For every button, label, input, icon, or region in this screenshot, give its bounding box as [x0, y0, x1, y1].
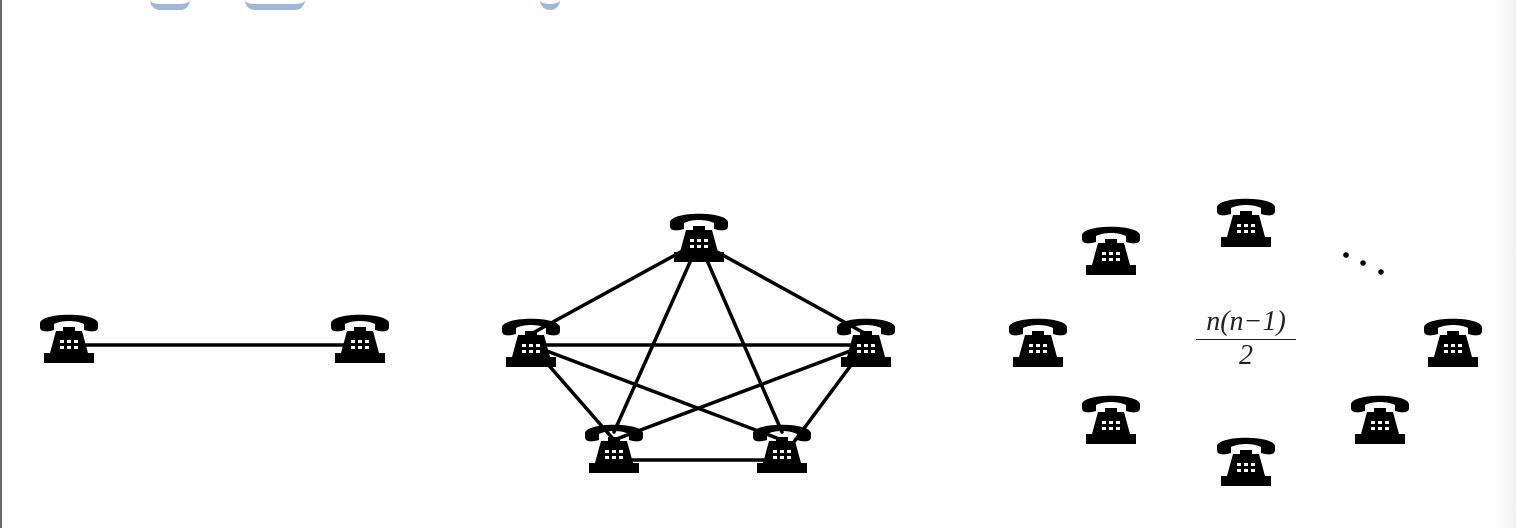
connection-line — [529, 240, 701, 336]
telephone-icon — [1217, 198, 1275, 247]
telephone-icon — [1351, 395, 1409, 444]
telephone-icon — [1082, 226, 1140, 275]
connection-line — [612, 343, 868, 442]
connection-line — [612, 240, 701, 434]
telephone-icon — [331, 314, 389, 363]
telephone-icon — [1082, 395, 1140, 444]
telephone-icon — [837, 318, 895, 367]
telephone-icon — [1424, 318, 1482, 367]
left-border — [0, 0, 2, 528]
telephone-icon — [670, 213, 728, 262]
connection-count-formula: n(n−1) 2 — [1196, 308, 1296, 370]
formula-denominator: 2 — [1239, 340, 1253, 371]
ellipsis-dots — [1343, 252, 1384, 275]
telephone-icon — [1217, 437, 1275, 486]
telephone-icon — [40, 314, 98, 363]
connection-line — [697, 240, 868, 336]
telephone-icon — [1009, 318, 1067, 367]
telephone-icon — [502, 318, 560, 367]
connection-line — [697, 240, 784, 434]
cropped-title-fragment — [150, 0, 630, 10]
connection-line — [529, 343, 784, 442]
right-edge-shade — [1494, 0, 1516, 528]
formula-numerator: n(n−1) — [1196, 308, 1296, 340]
